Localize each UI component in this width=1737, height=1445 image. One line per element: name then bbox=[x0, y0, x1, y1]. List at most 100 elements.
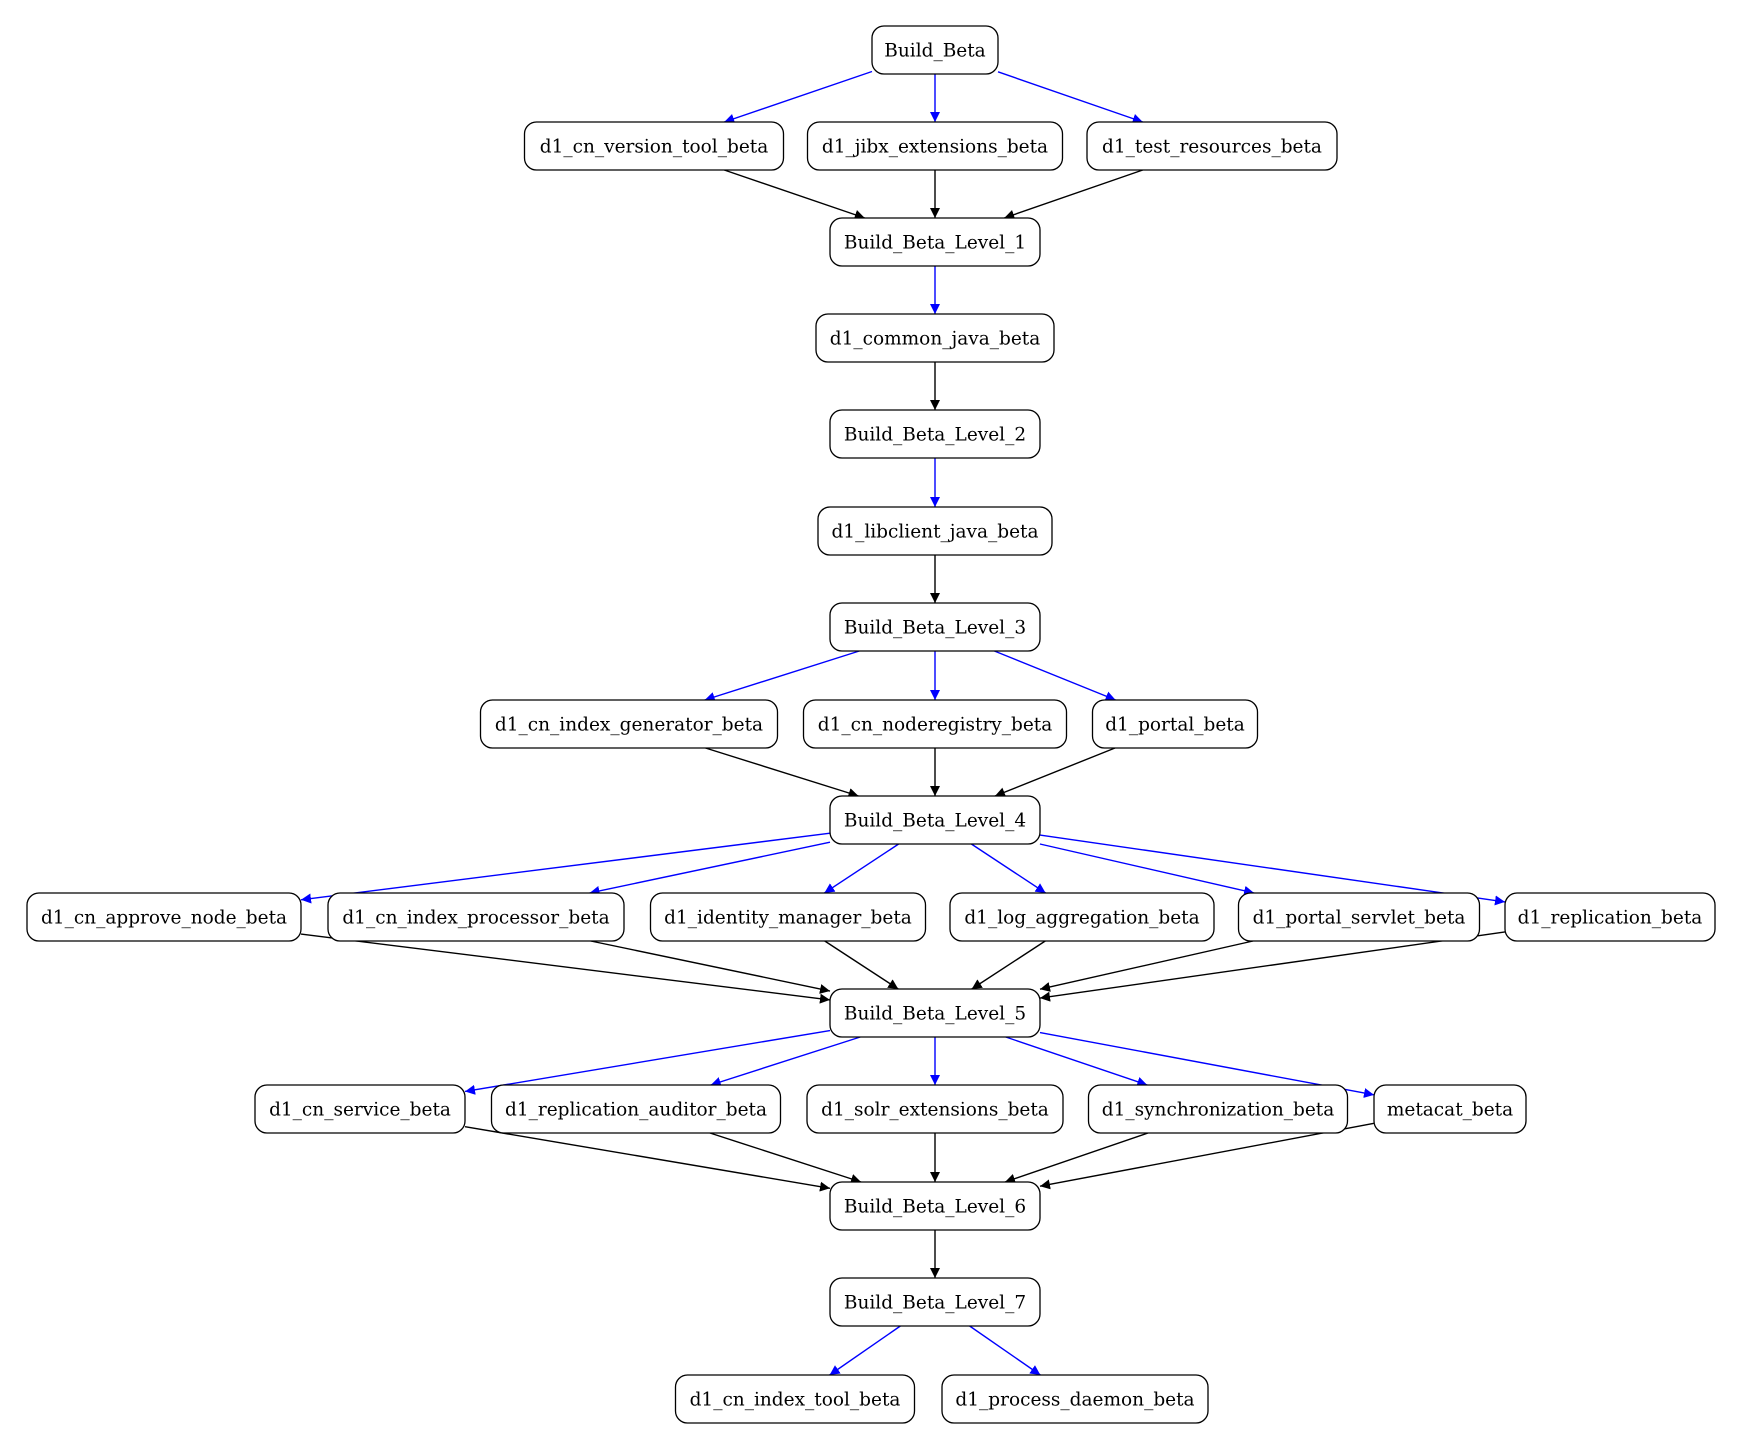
edge-log_aggregation-to-level_5 bbox=[971, 940, 1046, 990]
node-cn_index_generator: d1_cn_index_generator_beta bbox=[479, 699, 779, 749]
node-label: d1_cn_index_processor_beta bbox=[342, 908, 609, 929]
node-log_aggregation: d1_log_aggregation_beta bbox=[949, 892, 1215, 942]
edge-level_5-to-replication_auditor bbox=[710, 1036, 861, 1087]
node-level_4: Build_Beta_Level_4 bbox=[829, 795, 1041, 845]
edge-level_3-to-portal bbox=[994, 650, 1116, 701]
node-level_5: Build_Beta_Level_5 bbox=[829, 988, 1041, 1038]
edge-replication_auditor-to-level_6 bbox=[709, 1132, 862, 1184]
node-label: d1_cn_version_tool_beta bbox=[540, 137, 768, 158]
node-box bbox=[1504, 892, 1716, 942]
node-box bbox=[941, 1374, 1209, 1424]
node-box bbox=[523, 121, 785, 171]
node-label: d1_portal_beta bbox=[1105, 715, 1245, 736]
edge-identity_manager-to-level_5 bbox=[824, 940, 899, 990]
node-replication_auditor: d1_replication_auditor_beta bbox=[490, 1084, 782, 1134]
node-box bbox=[829, 1181, 1041, 1231]
node-label: Build_Beta_Level_3 bbox=[844, 618, 1026, 639]
node-box bbox=[829, 795, 1041, 845]
node-label: d1_cn_noderegistry_beta bbox=[818, 715, 1053, 736]
node-box bbox=[806, 121, 1064, 171]
node-label: d1_test_resources_beta bbox=[1102, 137, 1322, 158]
node-replication: d1_replication_beta bbox=[1504, 892, 1716, 942]
node-label: d1_process_daemon_beta bbox=[955, 1390, 1194, 1411]
node-portal: d1_portal_beta bbox=[1091, 699, 1259, 749]
node-box bbox=[1087, 1084, 1349, 1134]
node-box bbox=[802, 699, 1068, 749]
node-cn_index_tool: d1_cn_index_tool_beta bbox=[674, 1374, 916, 1424]
edge-level_4-to-cn_approve_node bbox=[300, 832, 831, 904]
node-box bbox=[254, 1084, 466, 1134]
node-label: Build_Beta_Level_6 bbox=[844, 1197, 1026, 1218]
node-box bbox=[1237, 892, 1481, 942]
node-cn_noderegistry: d1_cn_noderegistry_beta bbox=[802, 699, 1068, 749]
node-box bbox=[815, 313, 1055, 363]
node-label: d1_synchronization_beta bbox=[1102, 1100, 1335, 1121]
edge-level_4-to-log_aggregation bbox=[970, 843, 1047, 894]
node-common_java: d1_common_java_beta bbox=[815, 313, 1055, 363]
node-layer: Build_Beta d1_cn_version_tool_beta d1_jibx… bbox=[26, 25, 1716, 1424]
node-label: d1_cn_approve_node_beta bbox=[41, 908, 287, 929]
node-box bbox=[490, 1084, 782, 1134]
edge-level_7-to-cn_index_tool bbox=[829, 1325, 901, 1376]
node-label: d1_solr_extensions_beta bbox=[821, 1100, 1049, 1121]
node-label: d1_replication_beta bbox=[1518, 908, 1703, 929]
node-level_2: Build_Beta_Level_2 bbox=[829, 409, 1041, 459]
node-synchronization: d1_synchronization_beta bbox=[1087, 1084, 1349, 1134]
node-label: d1_cn_index_tool_beta bbox=[690, 1390, 901, 1411]
edge-level_4-to-cn_index_processor bbox=[589, 841, 831, 896]
node-portal_servlet: d1_portal_servlet_beta bbox=[1237, 892, 1481, 942]
node-label: d1_common_java_beta bbox=[830, 329, 1041, 350]
node-metacat: metacat_beta bbox=[1373, 1084, 1527, 1134]
edge-level_4-to-identity_manager bbox=[823, 843, 900, 894]
node-level_6: Build_Beta_Level_6 bbox=[829, 1181, 1041, 1231]
node-label: Build_Beta_Level_1 bbox=[844, 233, 1026, 254]
node-label: d1_cn_service_beta bbox=[269, 1100, 451, 1121]
node-box bbox=[479, 699, 779, 749]
edge-cn_index_generator-to-level_4 bbox=[705, 747, 859, 798]
node-box bbox=[1373, 1084, 1527, 1134]
edge-level_4-to-replication bbox=[1039, 834, 1506, 906]
node-libclient_java: d1_libclient_java_beta bbox=[817, 506, 1053, 556]
node-label: d1_libclient_java_beta bbox=[831, 522, 1038, 543]
node-identity_manager: d1_identity_manager_beta bbox=[649, 892, 927, 942]
node-jibx_extensions: d1_jibx_extensions_beta bbox=[806, 121, 1064, 171]
node-cn_index_processor: d1_cn_index_processor_beta bbox=[327, 892, 625, 942]
node-box bbox=[1086, 121, 1338, 171]
edge-level_5-to-cn_service bbox=[464, 1029, 831, 1095]
node-solr_extensions: d1_solr_extensions_beta bbox=[806, 1084, 1064, 1134]
node-box bbox=[674, 1374, 916, 1424]
edge-level_7-to-process_daemon bbox=[969, 1325, 1041, 1376]
node-cn_version_tool: d1_cn_version_tool_beta bbox=[523, 121, 785, 171]
edge-cn_version_tool-to-level_1 bbox=[724, 169, 865, 220]
node-box bbox=[829, 602, 1041, 652]
node-label: Build_Beta_Level_4 bbox=[844, 811, 1026, 832]
node-level_3: Build_Beta_Level_3 bbox=[829, 602, 1041, 652]
node-box bbox=[26, 892, 302, 942]
node-box bbox=[1091, 699, 1259, 749]
edge-build_beta-to-test_resources bbox=[997, 71, 1143, 124]
edge-portal-to-level_4 bbox=[994, 747, 1116, 797]
node-box bbox=[806, 1084, 1064, 1134]
edge-layer bbox=[300, 70, 1506, 1376]
node-build_beta: Build_Beta bbox=[871, 25, 999, 75]
node-label: Build_Beta_Level_2 bbox=[844, 425, 1026, 446]
node-box bbox=[327, 892, 625, 942]
node-cn_approve_node: d1_cn_approve_node_beta bbox=[26, 892, 302, 942]
node-label: Build_Beta_Level_5 bbox=[844, 1004, 1026, 1025]
node-label: d1_portal_servlet_beta bbox=[1253, 908, 1466, 929]
edge-cn_approve_node-to-level_5 bbox=[300, 933, 831, 1004]
edge-build_beta-to-cn_version_tool bbox=[724, 70, 873, 124]
node-label: d1_identity_manager_beta bbox=[664, 908, 912, 929]
node-label: d1_jibx_extensions_beta bbox=[822, 137, 1048, 158]
edge-portal_servlet-to-level_5 bbox=[1039, 940, 1254, 992]
node-box bbox=[829, 409, 1041, 459]
edge-level_3-to-cn_index_generator bbox=[704, 650, 860, 702]
node-label: d1_cn_index_generator_beta bbox=[495, 715, 763, 736]
node-label: Build_Beta_Level_7 bbox=[844, 1293, 1026, 1314]
edge-synchronization-to-level_6 bbox=[1004, 1132, 1149, 1184]
node-box bbox=[829, 217, 1041, 267]
edge-replication-to-level_5 bbox=[1039, 931, 1506, 1002]
node-level_1: Build_Beta_Level_1 bbox=[829, 217, 1041, 267]
node-box bbox=[829, 988, 1041, 1038]
